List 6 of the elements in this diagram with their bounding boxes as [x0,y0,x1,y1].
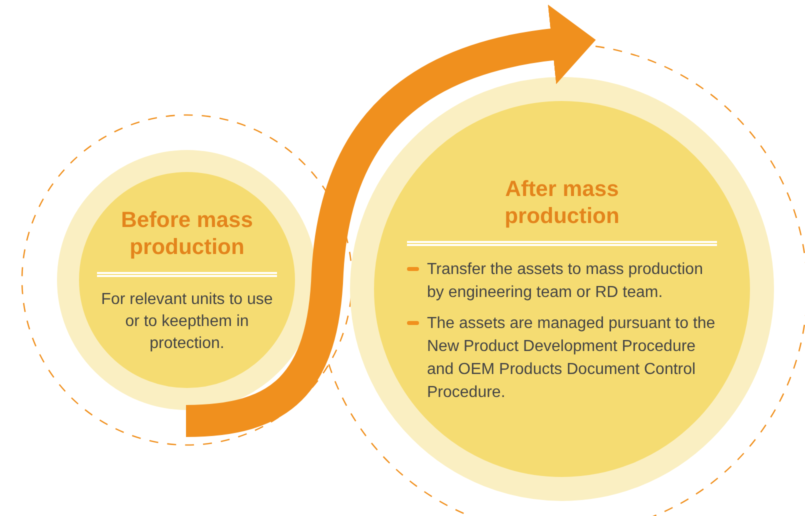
stage-heading: Before mass production [120,206,254,260]
stage-heading: After mass production [504,174,620,228]
description-text: For relevant units to use or to keepthem in protection. [100,290,274,354]
bullet-text: The assets are managed pursuant to the New Product Development Procedure and OEM Products Document Control Procedure. [427,314,716,402]
bullet-text: Transfer the assets to mass production by engineering team or RD team. [427,260,704,302]
curved-arrow [185,5,596,437]
